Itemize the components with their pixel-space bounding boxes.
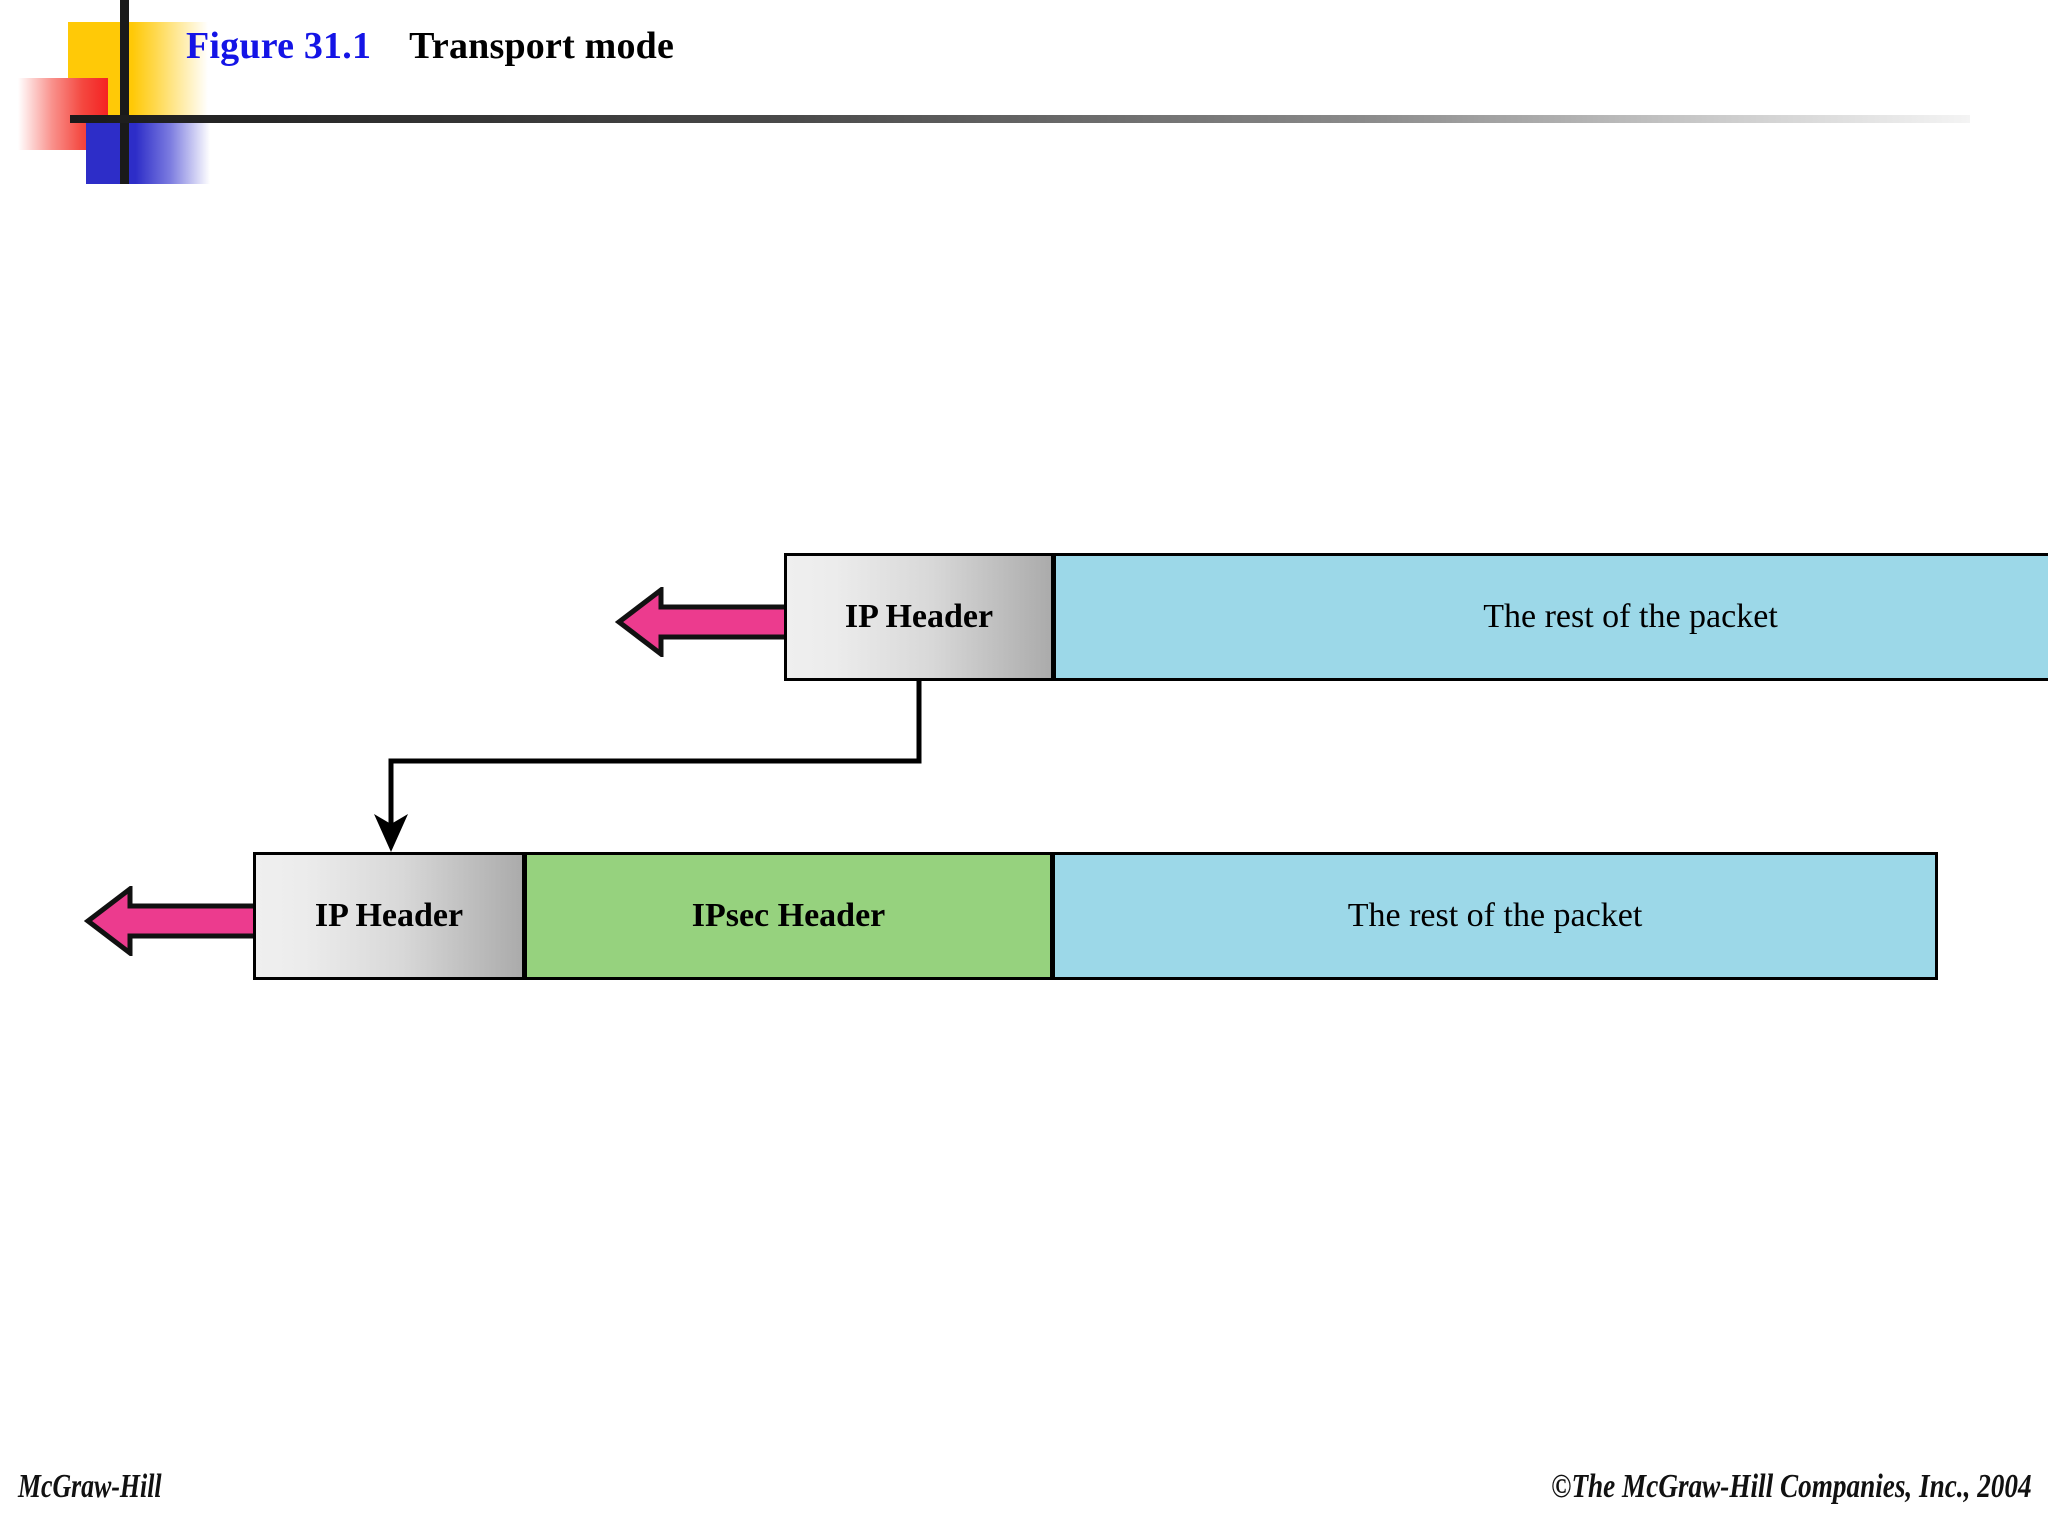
decor-bar-vertical	[120, 0, 129, 184]
segment-rest-of-packet: The rest of the packet	[1053, 852, 1938, 980]
segment-ip-header: IP Header	[784, 553, 1054, 681]
figure-label: Figure 31.1	[186, 25, 372, 67]
footer-copyright: ©The McGraw-Hill Companies, Inc., 2004	[1551, 1468, 2032, 1505]
page-title: Figure 31.1 Transport mode	[186, 24, 674, 68]
footer-publisher: McGraw-Hill	[18, 1468, 162, 1505]
decor-bar-horizontal	[70, 115, 1970, 123]
segment-ip-header: IP Header	[253, 852, 525, 980]
decor-square-blue	[86, 118, 210, 184]
header-decoration	[0, 0, 300, 200]
segment-ipsec-header: IPsec Header	[525, 852, 1053, 980]
flow-arrow-bottom	[84, 886, 264, 956]
packet-row-original: IP Header The rest of the packet	[784, 553, 2048, 681]
packet-row-ipsec: IP Header IPsec Header The rest of the p…	[253, 852, 1938, 980]
segment-rest-of-packet: The rest of the packet	[1054, 553, 2048, 681]
figure-name: Transport mode	[409, 25, 675, 67]
flow-arrow-top	[615, 587, 795, 657]
